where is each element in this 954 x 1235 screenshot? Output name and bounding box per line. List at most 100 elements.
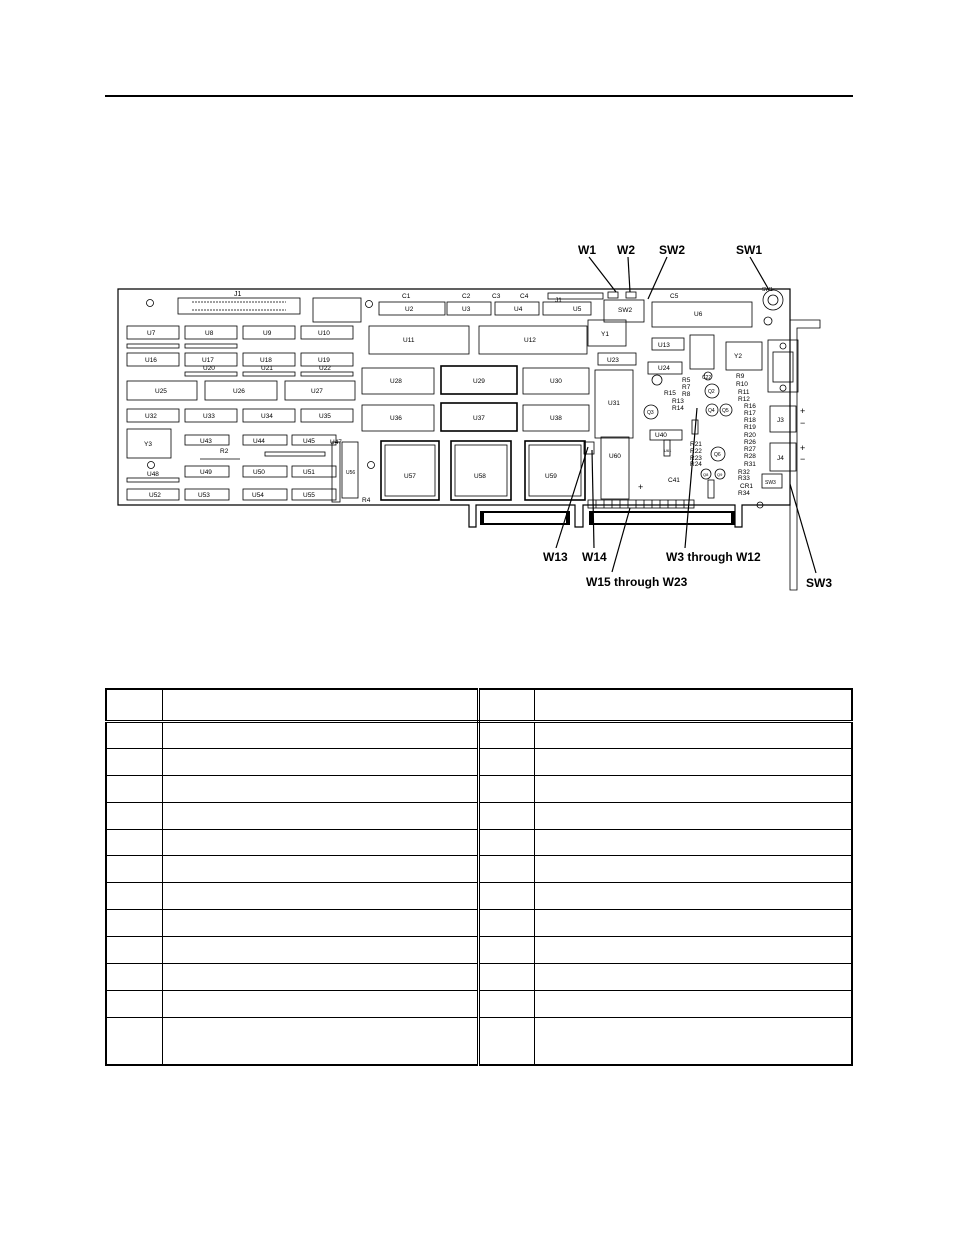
- svg-text:R22: R22: [690, 448, 702, 455]
- table-row: [105, 828, 853, 857]
- svg-text:U22: U22: [319, 365, 331, 372]
- svg-text:U31: U31: [608, 400, 620, 407]
- svg-text:U9: U9: [263, 330, 272, 337]
- svg-text:R24: R24: [690, 461, 702, 468]
- table-header-row: [105, 688, 853, 723]
- svg-text:C3: C3: [492, 293, 501, 300]
- svg-text:U26: U26: [233, 388, 245, 395]
- table-row: [105, 1016, 853, 1066]
- mounting-bracket: [789, 319, 821, 591]
- svg-text:R34: R34: [738, 490, 750, 497]
- svg-text:U36: U36: [390, 415, 402, 422]
- svg-text:U21: U21: [261, 365, 273, 372]
- callout-w15-w23: W15 through W23: [586, 575, 688, 589]
- w13-leader: [555, 446, 589, 549]
- svg-text:U43: U43: [200, 438, 212, 445]
- table-row: [105, 801, 853, 830]
- svg-text:R28: R28: [744, 453, 756, 460]
- svg-text:Y2: Y2: [734, 353, 742, 360]
- svg-text:C4: C4: [520, 293, 529, 300]
- svg-text:U5: U5: [573, 306, 582, 313]
- table-row: [105, 936, 853, 965]
- svg-text:R21: R21: [690, 441, 702, 448]
- db9-connector: [767, 339, 799, 393]
- svg-text:U28: U28: [390, 378, 402, 385]
- svg-text:U4: U4: [514, 306, 523, 313]
- svg-text:C22: C22: [702, 375, 711, 381]
- svg-text:R11: R11: [738, 389, 750, 396]
- svg-text:U34: U34: [261, 413, 273, 420]
- svg-text:U35: U35: [319, 413, 331, 420]
- svg-text:R17: R17: [744, 410, 756, 417]
- svg-text:R5: R5: [682, 377, 691, 384]
- svg-text:R8: R8: [682, 391, 691, 398]
- svg-text:+: +: [800, 443, 805, 453]
- svg-text:R9: R9: [736, 373, 745, 380]
- svg-text:C1: C1: [402, 293, 411, 300]
- svg-text:U48: U48: [147, 471, 159, 478]
- svg-text:R10: R10: [736, 381, 748, 388]
- w3-w12-leader: [684, 407, 698, 549]
- svg-text:U58: U58: [474, 473, 486, 480]
- svg-text:U44: U44: [253, 438, 265, 445]
- svg-text:U50: U50: [253, 469, 265, 476]
- svg-text:R14: R14: [672, 405, 684, 412]
- svg-text:C5: C5: [670, 293, 679, 300]
- svg-text:R7: R7: [682, 384, 691, 391]
- svg-text:R33: R33: [738, 475, 750, 482]
- svg-text:U33: U33: [203, 413, 215, 420]
- svg-text:−: −: [800, 418, 805, 428]
- svg-text:R27: R27: [744, 446, 756, 453]
- table-row: [105, 855, 853, 884]
- svg-text:U57: U57: [404, 473, 416, 480]
- svg-text:U20: U20: [203, 365, 215, 372]
- j1-connector: [177, 297, 301, 315]
- svg-text:+: +: [638, 482, 643, 492]
- svg-text:−: −: [800, 454, 805, 464]
- table-row: [105, 909, 853, 938]
- svg-text:R19: R19: [744, 424, 756, 431]
- svg-text:U8: U8: [205, 330, 214, 337]
- table-row: [105, 747, 853, 776]
- w1-leader: [588, 256, 617, 293]
- table-row: [105, 963, 853, 992]
- svg-text:U27: U27: [311, 388, 323, 395]
- svg-text:R18: R18: [744, 417, 756, 424]
- svg-text:R16: R16: [744, 403, 756, 410]
- svg-text:U16: U16: [145, 357, 157, 364]
- table-row: [105, 882, 853, 911]
- svg-text:U52: U52: [149, 492, 161, 499]
- svg-text:R15: R15: [664, 390, 676, 397]
- svg-text:CR1: CR1: [740, 483, 753, 490]
- svg-text:U60: U60: [609, 453, 621, 460]
- sw1-leader: [749, 256, 770, 291]
- callout-sw3: SW3: [806, 576, 833, 590]
- svg-text:R26: R26: [744, 439, 756, 446]
- svg-text:Q5: Q5: [722, 408, 729, 414]
- sw2-leader: [647, 256, 668, 300]
- svg-text:SW1: SW1: [762, 287, 773, 293]
- table-row: [105, 990, 853, 1018]
- svg-text:C2: C2: [462, 293, 471, 300]
- svg-text:U18: U18: [260, 357, 272, 364]
- svg-text:R2: R2: [220, 448, 229, 455]
- svg-text:R20: R20: [744, 432, 756, 439]
- svg-text:U29: U29: [473, 378, 485, 385]
- w14-leader: [591, 449, 595, 549]
- svg-text:U55: U55: [303, 492, 315, 499]
- callout-sw2: SW2: [659, 243, 686, 257]
- svg-text:SW2: SW2: [618, 307, 632, 314]
- svg-text:U10: U10: [318, 330, 330, 337]
- svg-text:U61: U61: [664, 448, 672, 453]
- callout-w14: W14: [582, 550, 607, 564]
- svg-text:C41: C41: [668, 477, 680, 484]
- svg-text:U51: U51: [303, 469, 315, 476]
- svg-text:R31: R31: [744, 461, 756, 468]
- svg-text:Y3: Y3: [144, 441, 152, 448]
- svg-text:U12: U12: [524, 337, 536, 344]
- svg-text:U30: U30: [550, 378, 562, 385]
- w15-w23-leader: [611, 507, 631, 573]
- svg-text:U6: U6: [694, 311, 703, 318]
- table-cell: [161, 688, 480, 723]
- svg-text:U3: U3: [462, 306, 471, 313]
